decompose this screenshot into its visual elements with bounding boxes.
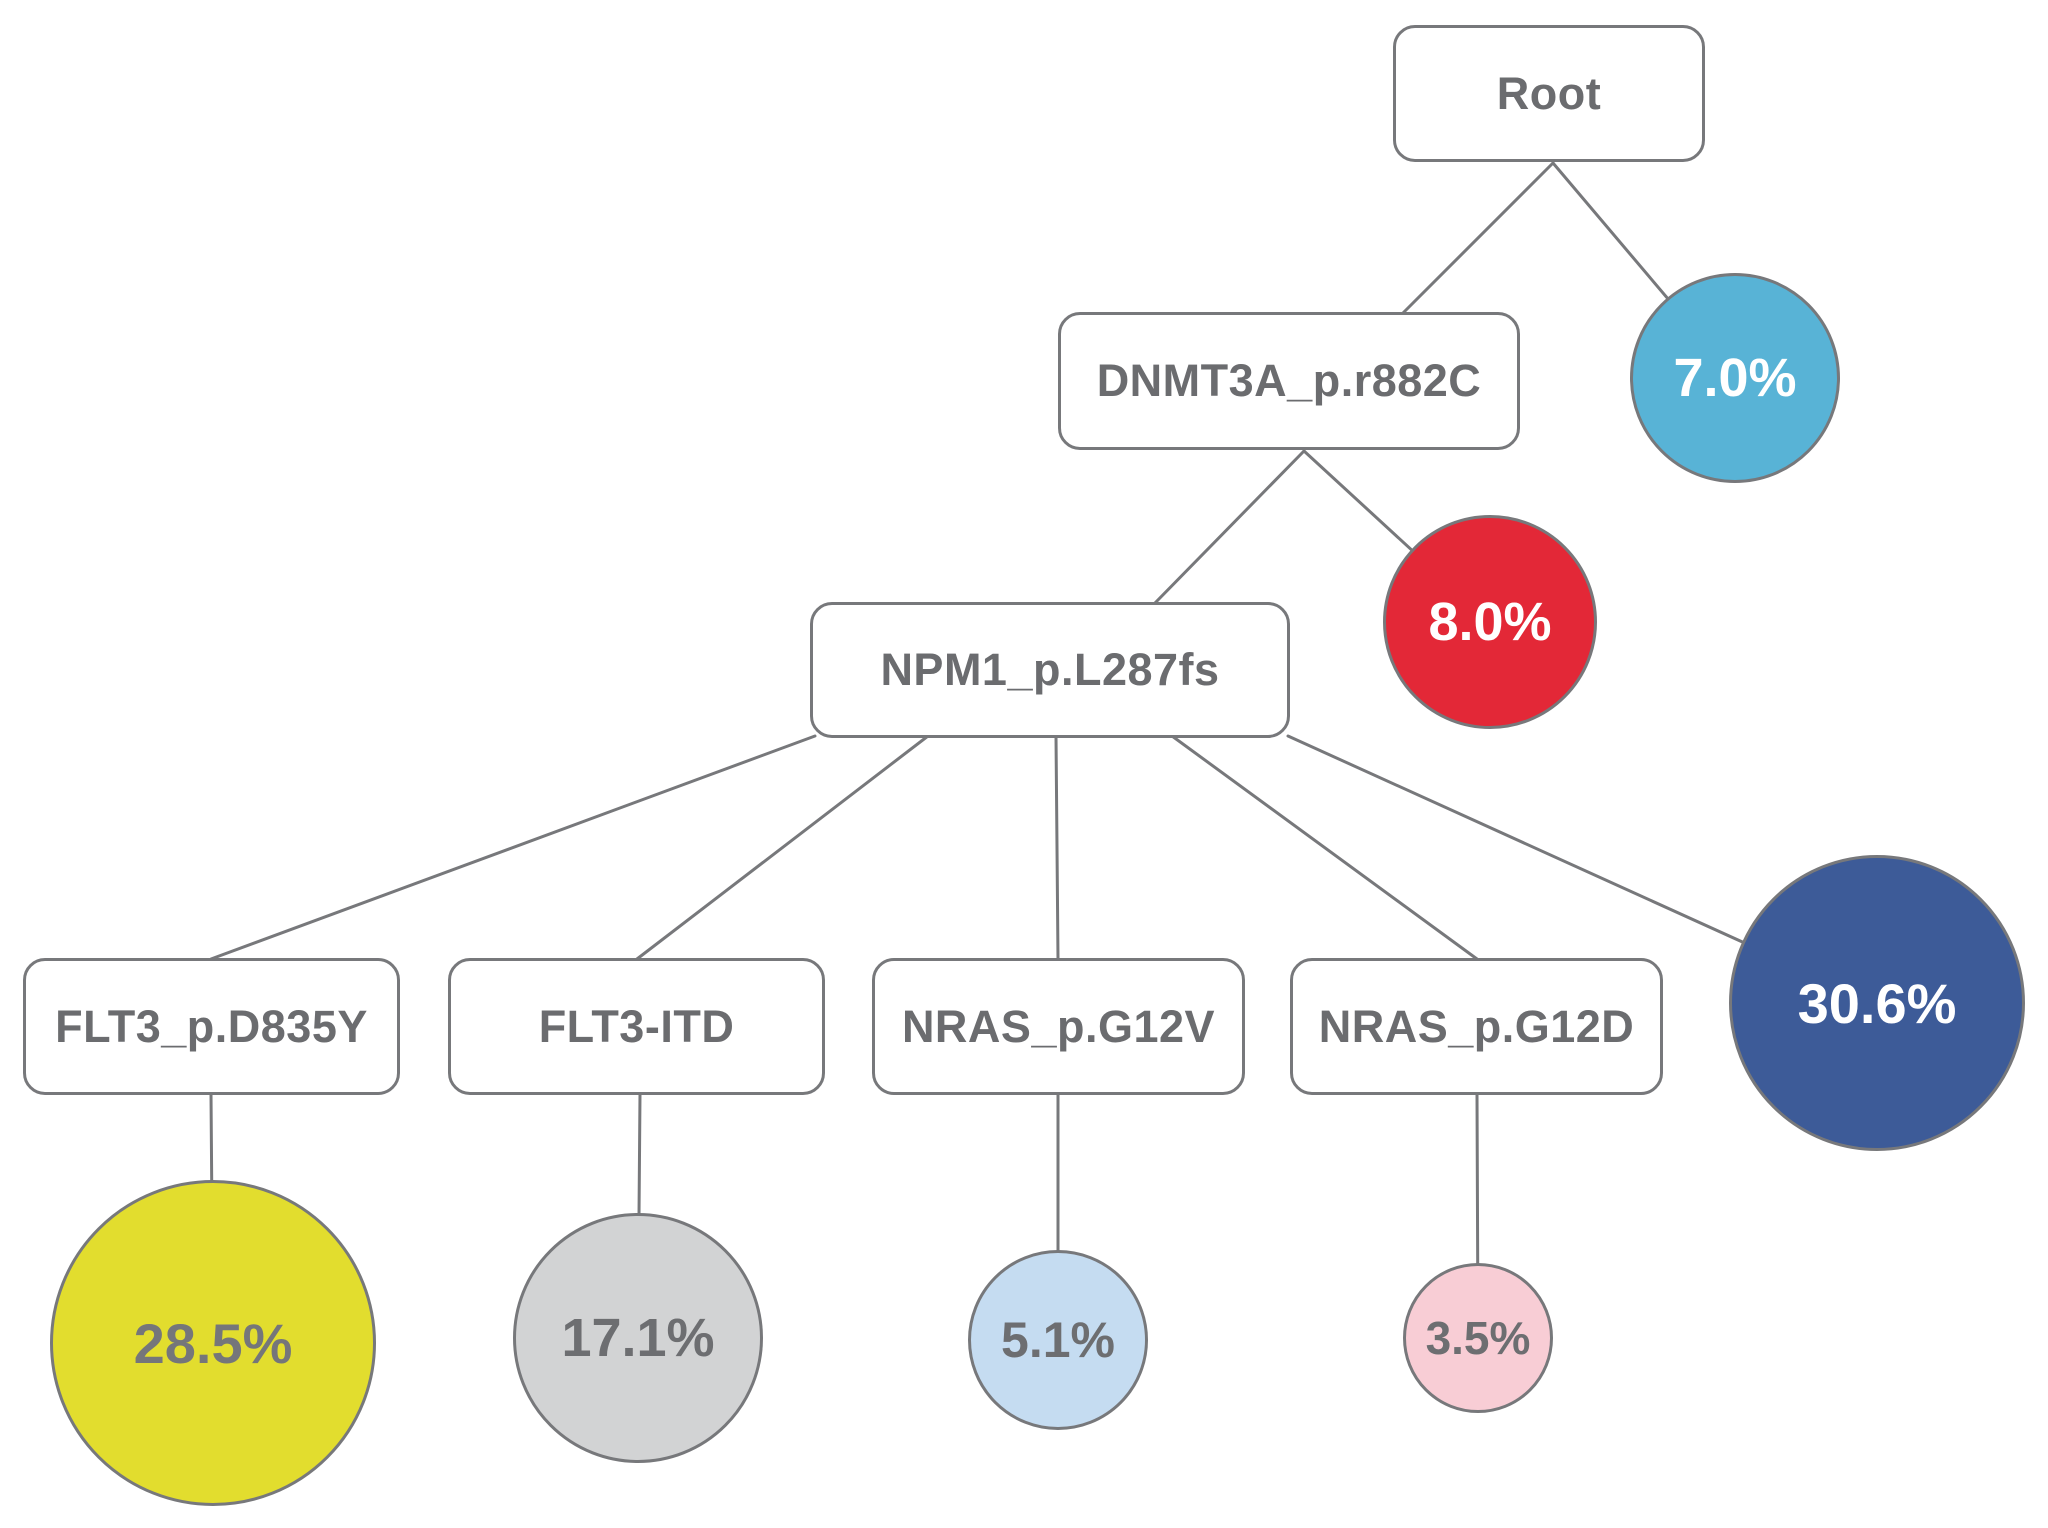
node-root: Root [1393,25,1705,162]
node-flt3-p-d835y: FLT3_p.D835Y [23,958,400,1095]
clone-circle-5-1-percent: 5.1% [968,1250,1148,1430]
clone-circle-17-1-percent: 17.1% [513,1213,763,1463]
edge-npm1-flt3itd [635,734,930,961]
clone-circle-28-5-percent: 28.5% [50,1180,376,1506]
node-dnmt3a-p-r882c: DNMT3A_p.r882C [1058,312,1520,450]
node-flt3-itd: FLT3-ITD [448,958,825,1095]
edge-root-dnmt3a [1401,161,1555,315]
clone-circle-30-6-percent: 30.6% [1729,855,2025,1151]
node-nras-p-g12v: NRAS_p.G12V [872,958,1245,1095]
clone-circle-3-5-percent: 3.5% [1403,1263,1553,1413]
node-nras-p-g12d: NRAS_p.G12D [1290,958,1663,1095]
edge-dnmt3a-npm1 [1153,449,1306,605]
clone-circle-7-0-percent: 7.0% [1630,273,1840,483]
edge-npm1-nrasg12d [1170,734,1479,961]
edge-npm1-flt3d835y [209,734,817,961]
clone-circle-8-0-percent: 8.0% [1383,515,1597,729]
node-npm1-p-l287fs: NPM1_p.L287fs [810,602,1290,738]
edge-npm1-nrasg12v [1054,734,1060,961]
